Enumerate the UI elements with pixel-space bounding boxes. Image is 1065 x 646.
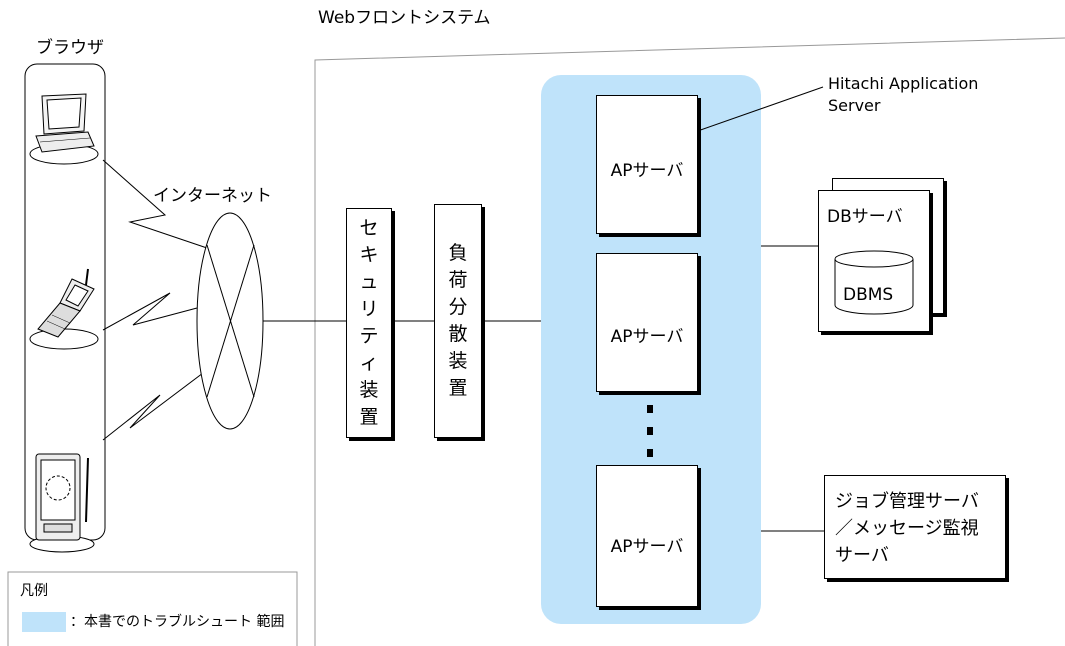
db-server: DBサーバ DBMS bbox=[818, 190, 930, 332]
load-balancer: 負 荷 分 散 装 置 bbox=[434, 204, 482, 438]
link-laptop-internet bbox=[102, 159, 208, 249]
ellipsis-dot bbox=[647, 449, 653, 457]
hitachi-label: Hitachi Application Server bbox=[828, 74, 979, 115]
ap-server-3: APサーバ bbox=[596, 465, 698, 607]
legend-item-text: ：本書でのトラブルシュート 範囲 bbox=[70, 614, 285, 630]
legend-title: 凡例 bbox=[20, 583, 48, 599]
job-server-label: ジョブ管理サーバ ／メッセージ監視 サーバ bbox=[835, 491, 979, 566]
job-server: ジョブ管理サーバ ／メッセージ監視 サーバ bbox=[824, 475, 1006, 579]
db-server-label: DBサーバ bbox=[827, 207, 903, 227]
ap-server-label: APサーバ bbox=[610, 327, 684, 347]
legend-frame bbox=[7, 571, 298, 646]
ap-server-1: APサーバ bbox=[596, 95, 698, 234]
system-label: Webフロントシステム bbox=[318, 8, 491, 28]
link-phone-internet bbox=[102, 292, 198, 331]
ellipsis-dot bbox=[647, 405, 653, 413]
internet-label: インターネット bbox=[153, 186, 272, 206]
ap-server-label: APサーバ bbox=[610, 161, 684, 181]
browser-label: ブラウザ bbox=[36, 38, 104, 58]
pda-icon bbox=[29, 453, 95, 553]
laptop-icon bbox=[29, 93, 99, 165]
database-cylinder-icon bbox=[834, 250, 914, 315]
security-device: セ キ ュ リ テ ィ 装 置 bbox=[346, 208, 392, 438]
internet-x-2 bbox=[206, 244, 255, 398]
security-device-label: セ キ ュ リ テ ィ 装 置 bbox=[359, 217, 379, 428]
legend-swatch bbox=[22, 612, 66, 632]
ellipsis-dot bbox=[647, 427, 653, 435]
ap-server-label: APサーバ bbox=[610, 537, 684, 557]
ap-server-2: APサーバ bbox=[596, 253, 698, 392]
link-pda-internet bbox=[102, 369, 208, 441]
load-balancer-label: 負 荷 分 散 装 置 bbox=[448, 242, 468, 399]
dbms-label: DBMS bbox=[843, 285, 894, 305]
flip-phone-icon bbox=[29, 268, 99, 350]
system-boundary bbox=[314, 37, 1065, 646]
